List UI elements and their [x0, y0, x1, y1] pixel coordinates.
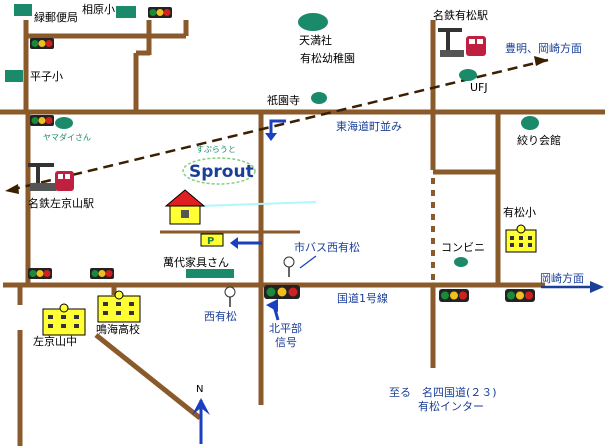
- label-route1: 国道1号線: [337, 291, 388, 305]
- parking-icon: P: [200, 233, 224, 247]
- bus-stop-icon: [283, 256, 295, 277]
- roads: [0, 20, 605, 446]
- aibara-school-icon: [116, 6, 136, 18]
- meitetsu-railway: [9, 58, 549, 192]
- arrow-icon: [230, 237, 238, 249]
- traffic-light-icon: [439, 289, 469, 302]
- label-tenmansha: 天満社: [299, 33, 332, 47]
- label-meitetsu-sakyoyama: 名鉄左京山駅: [28, 196, 94, 210]
- tree-icon: [298, 13, 328, 31]
- label-convenience: コンビニ: [441, 241, 485, 254]
- train-icon: [28, 163, 74, 191]
- road-cyan: [199, 201, 317, 207]
- label-aibara-elem: 相原小: [82, 3, 115, 16]
- arrow-icon: [265, 133, 277, 141]
- house-icon: [164, 189, 206, 225]
- label-ic: 有松インター: [418, 399, 484, 413]
- school-icon: [42, 303, 86, 336]
- label-tokaido: 東海道町並み: [336, 119, 402, 133]
- rail-arrow-west-icon: [5, 184, 19, 194]
- tree-icon: [55, 117, 73, 129]
- traffic-light-icon: [28, 268, 52, 279]
- arrow-icon: [590, 281, 604, 293]
- compass-label: N: [196, 384, 203, 395]
- post-office-icon: [14, 4, 32, 16]
- label-kitahirabe: 北平部: [269, 321, 302, 335]
- traffic-light-icon: [30, 115, 54, 126]
- label-yamadai: ヤマダイさん: [43, 132, 91, 142]
- road-diagonal: [94, 333, 202, 420]
- label-to-toyoake: 豊明、岡崎方面: [505, 41, 582, 55]
- label-ufj: UFJ: [470, 81, 488, 94]
- label-arimatsu-elem: 有松小: [503, 205, 536, 219]
- label-sprout-furigana: すぷらうと: [196, 145, 236, 154]
- traffic-light-icon: [264, 285, 300, 299]
- label-to-okazaki: 岡崎方面: [540, 271, 584, 285]
- label-signal: 信号: [275, 336, 297, 349]
- label-sprout: Sprout: [189, 162, 254, 182]
- label-ryokuyu-post: 緑郵便局: [34, 10, 78, 24]
- rail-arrow-east-icon: [534, 56, 548, 66]
- label-itaru: 至る 名四国道(２３): [389, 385, 497, 399]
- parking-letter: P: [207, 236, 214, 247]
- traffic-light-icon: [148, 7, 172, 18]
- train-icon: [438, 28, 486, 57]
- sprout-cloud: [182, 157, 256, 185]
- arrow-icon: [269, 119, 286, 135]
- tree-icon: [459, 69, 477, 81]
- tree-icon: [521, 116, 539, 130]
- label-city-bus: 市バス西有松: [294, 240, 360, 254]
- label-hirako-elem: 平子小: [30, 70, 63, 83]
- label-sakyoyama-jhs: 左京山中: [33, 334, 77, 348]
- traffic-light-icon: [505, 289, 535, 302]
- label-nishi-arimatsu: 西有松: [204, 309, 237, 323]
- label-narumi-hs: 鳴海高校: [96, 322, 140, 336]
- label-gionji: 祇園寺: [267, 94, 300, 107]
- school-icon: [505, 224, 537, 253]
- label-shibori-hall: 絞り会館: [517, 133, 561, 147]
- label-meitetsu-arimatsu: 名鉄有松駅: [433, 8, 488, 22]
- traffic-light-icon: [30, 38, 54, 49]
- school-icon: [97, 290, 141, 323]
- tree-icon: [454, 257, 468, 267]
- bus-stop-icon: [224, 286, 236, 307]
- tree-icon: [311, 92, 327, 104]
- traffic-light-icon: [90, 268, 114, 279]
- bandai-building: [186, 269, 234, 278]
- label-arimatsu-kinder: 有松幼稚園: [300, 51, 355, 65]
- bus-pointer: [299, 255, 317, 269]
- arrow-icon: [266, 299, 278, 312]
- label-bandai-furniture: 萬代家具さん: [163, 255, 229, 269]
- hirako-school-icon: [5, 70, 23, 82]
- compass-north-icon: N: [192, 384, 210, 444]
